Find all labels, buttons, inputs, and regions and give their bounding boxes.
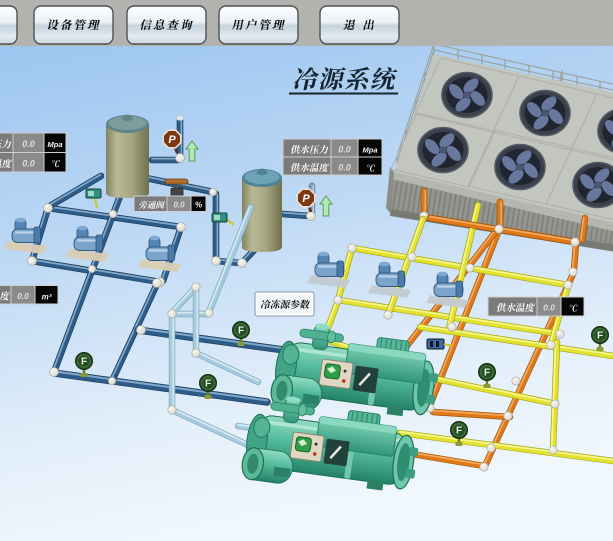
svg-text:0.0: 0.0 bbox=[543, 303, 555, 313]
svg-text:P: P bbox=[302, 193, 310, 205]
svg-text:F: F bbox=[205, 379, 211, 390]
svg-text:F: F bbox=[81, 357, 87, 368]
svg-text:0.0: 0.0 bbox=[22, 159, 35, 169]
svg-text:%: % bbox=[195, 201, 202, 210]
svg-text:m³: m³ bbox=[42, 293, 52, 302]
svg-text:0.0: 0.0 bbox=[338, 145, 351, 155]
svg-text:P: P bbox=[168, 134, 176, 146]
svg-text:Mpa: Mpa bbox=[363, 146, 378, 155]
svg-text:0.0: 0.0 bbox=[22, 139, 35, 149]
svg-text:0.0: 0.0 bbox=[173, 201, 185, 210]
svg-text:F: F bbox=[597, 331, 603, 342]
svg-text:F: F bbox=[484, 368, 490, 379]
svg-text:F: F bbox=[238, 326, 244, 337]
svg-text:Mpa: Mpa bbox=[48, 140, 63, 149]
svg-text:F: F bbox=[456, 426, 462, 437]
svg-text:0.0: 0.0 bbox=[17, 291, 29, 301]
svg-text:0.0: 0.0 bbox=[338, 163, 351, 173]
